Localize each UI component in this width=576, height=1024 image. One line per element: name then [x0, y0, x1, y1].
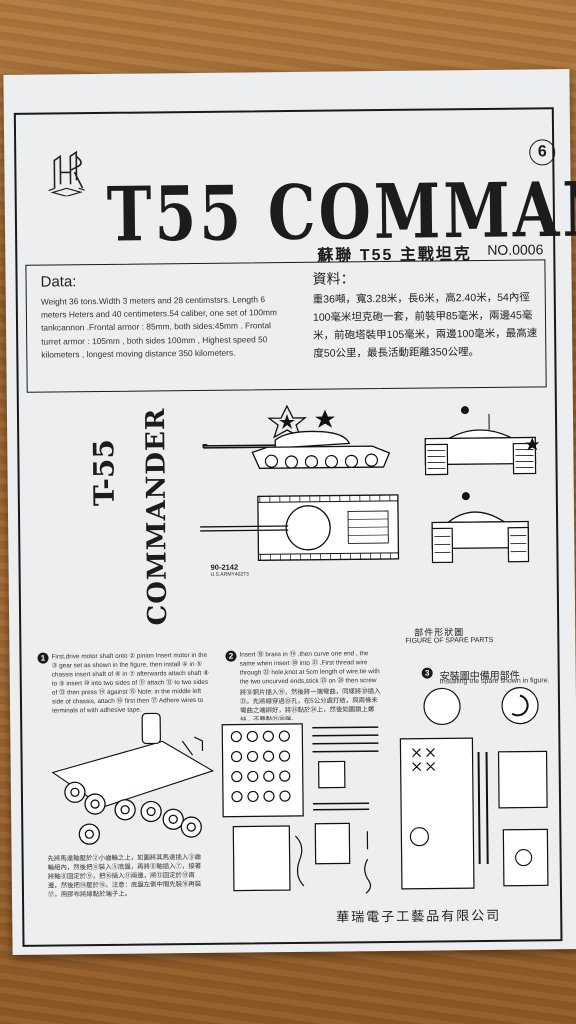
step-2-text-cn: 將⑱銅片插入⑲，然後將一端彎曲，同樣將⑳插入㉑。先將線穿過㉒孔，在5公分處打結，…	[239, 688, 381, 721]
step-2-parts-drawing	[221, 723, 379, 894]
tank-side-view-drawing	[202, 404, 391, 469]
tank-front-view-drawing	[424, 406, 540, 476]
spare-parts-label-en: FIGURE OF SPARE PARTS	[405, 636, 494, 645]
step-2-text: Insert ⑱ brass in ⑲ ,then curve one end …	[239, 650, 380, 686]
instruction-sheet: T55 COMMANDER 6 蘇聯 T55 主戰坦克 NO.0006 Data…	[3, 69, 576, 955]
page-number-badge: 6	[529, 139, 556, 166]
step-3-spare-parts-drawing	[399, 687, 549, 890]
step-3-title-en: Installing the spare shown in figure.	[439, 677, 550, 686]
data-box: Data: Weight 36 tons.Width 3 meters and …	[25, 259, 547, 393]
step-1-number: 1	[37, 652, 49, 664]
manufacturer-name: 華瑞電子工藝品有限公司	[336, 907, 502, 925]
step-1-text-cn: 先將馬達軸壓於②小齒輪之上，如圖將其馬達插入③齒輪組內，然後把④裝入⑤底盤，再將…	[47, 853, 202, 899]
hr-logo-icon	[48, 150, 85, 197]
step-2-number: 2	[225, 650, 237, 662]
step-3-number: 3	[421, 667, 433, 679]
data-heading-cn: 資料：	[312, 270, 355, 287]
tank-serial-small: U.S.ARMY40273	[210, 571, 249, 578]
step-1-text: First,drive motor shaft onto ② pinion In…	[51, 651, 209, 715]
tank-serial-number: 90-2142	[210, 562, 239, 572]
model-number: NO.0006	[487, 241, 544, 258]
vertical-t55-label: T-55	[87, 438, 121, 507]
page-frame: T55 COMMANDER 6 蘇聯 T55 主戰坦克 NO.0006 Data…	[13, 107, 576, 947]
data-text-cn: 重36噸，寬3.28米，長6米，高2.40米，54內徑100毫米坦克砲一套，前裝…	[312, 291, 538, 360]
tank-rear-view-drawing	[431, 492, 530, 564]
data-text-en: Weight 36 tons.Width 3 meters and 28 cen…	[40, 294, 277, 360]
star-icon	[525, 437, 540, 451]
star-icon	[279, 414, 296, 430]
star-icon	[315, 409, 336, 428]
vertical-commander-label: COMMANDER	[140, 407, 174, 626]
star-outline-icon	[267, 404, 307, 439]
tank-top-view-drawing	[200, 494, 400, 561]
data-heading-en: Data:	[40, 273, 77, 291]
step-1-assembly-drawing	[51, 712, 215, 845]
